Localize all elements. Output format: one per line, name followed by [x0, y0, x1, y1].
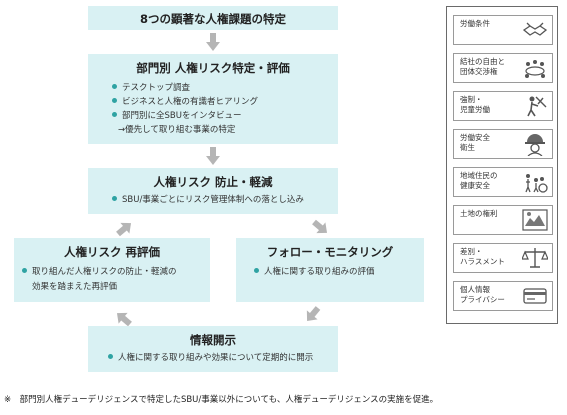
hardhat-worker-icon: [525, 134, 545, 156]
issue-item-community-health-safety: 地域住民の 健康安全: [453, 167, 553, 197]
step-risk-assessment: 部門別 人権リスク特定・評価 テスクトップ調査 ビジネスと人権の有識者ヒアリング…: [88, 54, 338, 144]
step-risk-assessment-title: 部門別 人権リスク特定・評価: [136, 61, 290, 75]
issue-item-freedom-association: 結社の自由と 団体交渉権: [453, 53, 553, 83]
bullet-item: 人権に関する取り組みや効果について定期的に開示: [108, 352, 313, 364]
diagonal-arrow-icon: [116, 222, 132, 237]
meeting-icon: [525, 60, 545, 78]
issue-item-discrimination-harassment: 差別・ ハラスメント: [453, 243, 553, 273]
diagonal-arrow-icon: [116, 312, 132, 327]
issue-item-land-rights: 土地の権利: [453, 205, 553, 235]
issue-item-forced-child-labor: 強制・ 児童労働: [453, 91, 553, 121]
human-rights-issues-panel: 労働条件 結社の自由と 団体交渉権 強制・ 児童労働 労働安全 衛生 地: [446, 6, 558, 324]
bullet-subtext: →優先して取り組む事業の特定: [118, 125, 236, 135]
diagonal-arrow-icon: [306, 306, 321, 322]
issue-item-labor-conditions: 労働条件: [453, 15, 553, 45]
down-arrow-icon: [206, 33, 220, 51]
community-icon: [525, 174, 548, 193]
step-prevention-mitigation: 人権リスク 防止・軽減 SBU/事業ごとにリスク管理体制への落とし込み: [88, 168, 338, 214]
handshake-icon: [522, 22, 548, 36]
bullet-item: 人権に関する取り組みの評価: [254, 266, 375, 278]
step-follow-monitoring: フォロー・モニタリング 人権に関する取り組みの評価: [236, 238, 424, 302]
step-disclosure-title: 情報開示: [190, 333, 236, 347]
bullet-item: SBU/事業ごとにリスク管理体制への落とし込み: [112, 194, 304, 206]
forced-labor-icon: [527, 96, 547, 117]
bullet-subtext: 効果を踏まえた再評価: [32, 282, 118, 292]
step-identify-issues: 8つの顕著な人権課題の特定: [88, 6, 338, 30]
bullet-item: 部門別に全SBUをインタビュー: [112, 110, 241, 122]
cycle-arrows: [116, 219, 328, 327]
card-icon: [523, 288, 547, 304]
scale-icon: [522, 248, 548, 268]
bullet-item: テスクトップ調査: [112, 82, 190, 94]
step-follow-monitoring-title: フォロー・モニタリング: [266, 245, 394, 259]
footnote: ※ 部門別人権デューデリジェンスで特定したSBU/事業以外についても、人権デュー…: [4, 395, 439, 405]
step-reassessment: 人権リスク 再評価 取り組んだ人権リスクの防止・軽減の 効果を踏まえた再評価: [14, 238, 210, 302]
bullet-item: ビジネスと人権の有識者ヒアリング: [112, 96, 258, 108]
land-icon: [522, 209, 548, 231]
step-disclosure: 情報開示 人権に関する取り組みや効果について定期的に開示: [88, 326, 338, 372]
bullet-item: 取り組んだ人権リスクの防止・軽減の: [22, 266, 177, 278]
down-arrow-icon: [206, 147, 220, 165]
diagonal-arrow-icon: [312, 219, 328, 234]
step-reassessment-title: 人権リスク 再評価: [63, 245, 160, 259]
issue-item-occupational-safety: 労働安全 衛生: [453, 129, 553, 159]
issue-item-privacy: 個人情報 プライバシー: [453, 281, 553, 311]
step-identify-issues-title: 8つの顕著な人権課題の特定: [139, 12, 286, 26]
step-prevention-mitigation-title: 人権リスク 防止・軽減: [153, 175, 273, 189]
